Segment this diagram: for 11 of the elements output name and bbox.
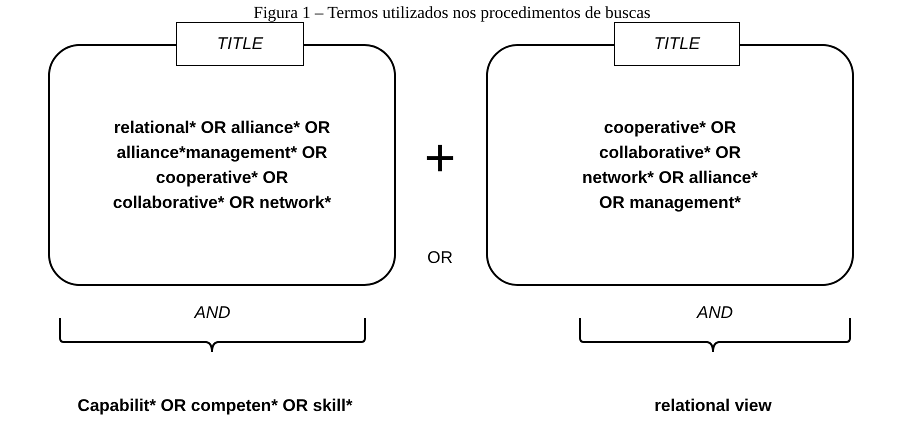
title-tab: TITLE [614,22,740,66]
title-tab: TITLE [176,22,304,66]
operator-text: AND [695,303,734,323]
search-terms: Capabilit* OR competen* OR skill* [76,396,354,416]
operator-text: OR [426,248,454,268]
search-terms: cooperative* OR collaborative* OR network* OR alliance* OR management* [581,117,759,214]
search-terms: relational* OR alliance* OR alliance*management* OR cooperative* OR collaborative* OR network* [112,117,332,214]
figure-title: Figura 1 – Termos utilizados nos procedimentos de buscas [252,3,652,23]
operator-text: AND [192,303,232,323]
plus-sign: + [423,128,457,188]
search-terms: relational view [653,396,773,416]
